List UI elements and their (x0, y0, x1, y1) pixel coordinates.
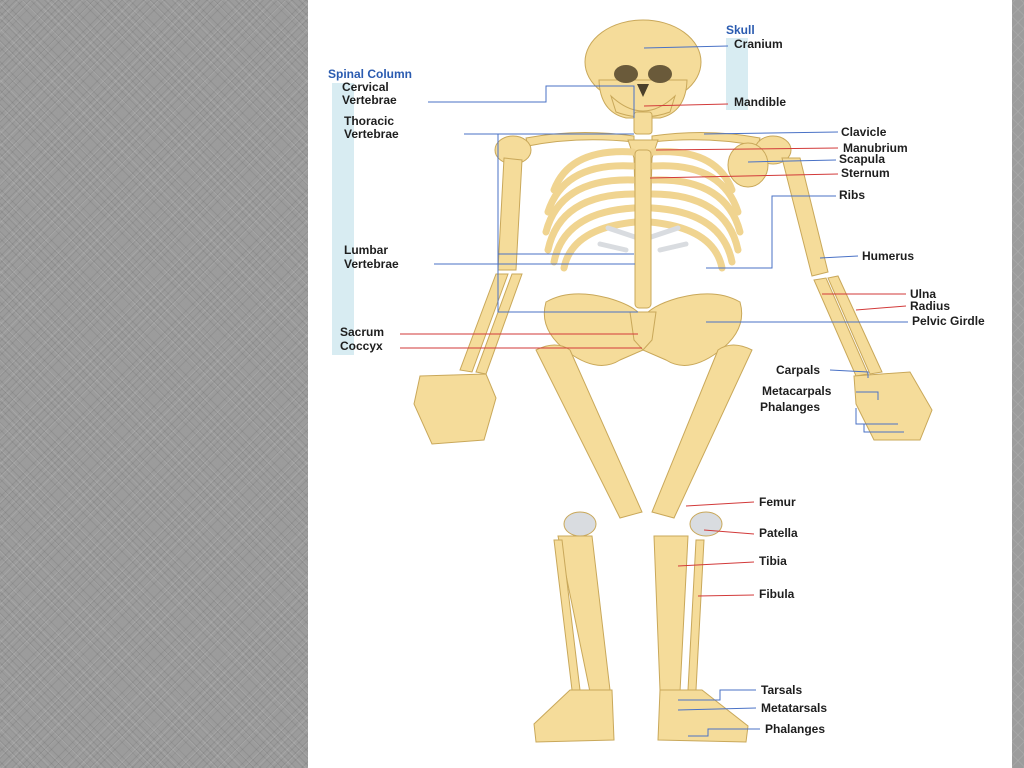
leader-line-manubrium (655, 147, 839, 151)
sternum-label: Sternum (841, 166, 890, 180)
femur-label: Femur (759, 495, 796, 509)
fibula-right-bone (687, 539, 705, 691)
spinal-column-heading: Spinal Column (328, 67, 412, 81)
carpals-label: Carpals (776, 363, 821, 377)
skeleton-lower (413, 149, 933, 743)
leader-line-mandible (643, 103, 729, 107)
leader-line-phalanges-hand2 (856, 423, 904, 433)
slide-background-pattern-right (1012, 0, 1024, 768)
radius-label: Radius (910, 299, 951, 313)
scapula-label: Scapula (839, 152, 886, 166)
leader-line-tarsals (678, 689, 756, 701)
spine-bone (634, 149, 652, 309)
patella-right (689, 511, 723, 537)
patella-left (563, 511, 597, 537)
rib-cage (542, 148, 744, 272)
leader-line-tibia (677, 561, 755, 567)
thoracic-vertebrae-label: Vertebrae (344, 127, 399, 141)
leader-line-scapula (747, 159, 837, 163)
leader-line-radius (855, 305, 907, 311)
leader-line-cervical (428, 85, 635, 118)
metatarsals-label: Metatarsals (761, 701, 828, 715)
slide-background-pattern (0, 0, 308, 768)
humerus-left-bone (497, 157, 523, 271)
coccyx-label: Coccyx (340, 339, 383, 353)
humerus-label: Humerus (862, 249, 915, 263)
pelvic-girdle-label: Pelvic Girdle (912, 314, 985, 328)
lumbar-vertebrae-label: Vertebrae (344, 257, 399, 271)
leader-line-fibula (697, 594, 755, 597)
manubrium-label: Manubrium (843, 141, 908, 155)
cervical-vertebrae-bone (633, 111, 653, 135)
leader-line-metacarpals (856, 391, 879, 400)
foot-left-bone (533, 689, 615, 743)
leader-line-cranium (643, 45, 729, 49)
hand-left-bone (413, 373, 497, 445)
ribs-label: Ribs (839, 188, 866, 202)
femur-left-bone (535, 344, 643, 519)
tibia-label: Tibia (759, 554, 787, 568)
clavicle-label: Clavicle (841, 125, 887, 139)
humerus-right-bone (781, 157, 829, 277)
skull-bracket (726, 38, 748, 110)
skull-heading: Skull (726, 23, 755, 37)
eye-socket-left (614, 65, 638, 83)
leader-line-ribs-right (706, 195, 836, 269)
leader-line-pelvic-bracket (497, 254, 638, 313)
skeleton-diagram (332, 19, 933, 743)
lumbar-label: Lumbar (344, 243, 389, 257)
leader-line-humerus (819, 255, 859, 259)
radius-right-bone (827, 275, 883, 375)
fibula-label: Fibula (759, 587, 795, 601)
hand-right-bone (853, 371, 933, 441)
mandible-label: Mandible (734, 95, 787, 109)
metacarpals-label: Metacarpals (762, 384, 832, 398)
leader-line-clavicle (703, 131, 839, 135)
sacrum-bone (629, 311, 657, 351)
ulna-label: Ulna (910, 287, 937, 301)
patella-label: Patella (759, 526, 798, 540)
cervical-label: Cervical (342, 80, 389, 94)
eye-socket-right (648, 65, 672, 83)
hand-phalanges-label: Phalanges (760, 400, 821, 414)
cranium-label: Cranium (734, 37, 783, 51)
diagram-slide: Skull Cranium Mandible Spinal Column Cer… (308, 0, 1012, 768)
rib-cartilage (597, 225, 689, 253)
leader-line-sternum (649, 173, 839, 179)
skeleton (494, 19, 792, 243)
leader-line-phalanges-foot (688, 728, 760, 737)
spinal-column-bracket (332, 83, 354, 355)
leader-line-femur (685, 501, 755, 507)
femur-right-bone (651, 344, 753, 519)
leader-line-carpals (829, 369, 869, 378)
thoracic-label: Thoracic (344, 114, 395, 128)
leader-line-metatarsals (677, 707, 757, 711)
foot-right-bone (657, 689, 749, 743)
nasal-cavity (637, 84, 649, 97)
tibia-right-bone (653, 535, 689, 693)
leader-lines (400, 45, 908, 737)
tarsals-label: Tarsals (761, 683, 803, 697)
leader-line-patella (703, 529, 755, 535)
foot-phalanges-label: Phalanges (765, 722, 826, 736)
cervical-vertebrae-label: Vertebrae (342, 93, 397, 107)
mandible-bone (609, 94, 677, 118)
sacrum-label: Sacrum (340, 325, 385, 339)
